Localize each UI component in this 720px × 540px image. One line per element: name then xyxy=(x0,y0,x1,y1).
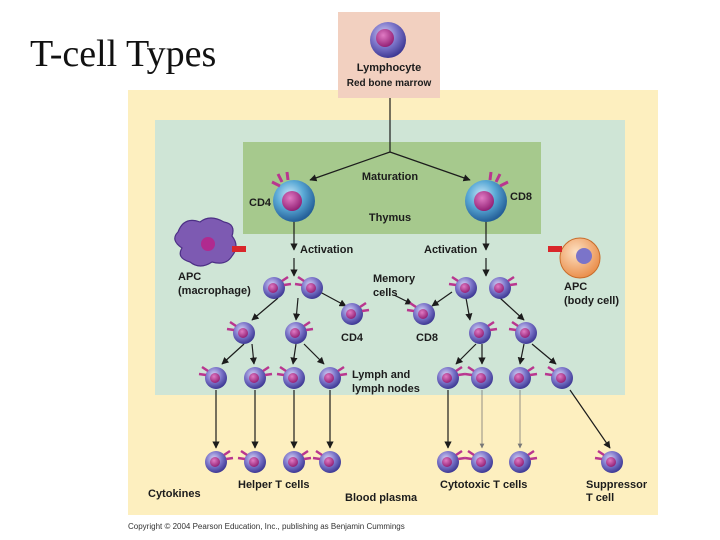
t-cell xyxy=(237,449,266,473)
t-cell xyxy=(464,365,493,389)
copyright: Copyright © 2004 Pearson Education, Inc.… xyxy=(128,522,405,531)
t-cell xyxy=(464,449,493,473)
label-cd4-top: CD4 xyxy=(249,197,272,209)
label-helper-t-cells: Helper T cells xyxy=(238,479,310,491)
label-thymus: Thymus xyxy=(369,212,411,224)
t-cell xyxy=(294,275,323,299)
cd4-thymus-cell xyxy=(271,171,315,222)
label-memory: Memory xyxy=(373,273,416,285)
label-memory-cells: cells xyxy=(373,287,397,299)
t-cell xyxy=(341,301,370,325)
slide-title: T-cell Types xyxy=(30,33,217,75)
label-blood-plasma: Blood plasma xyxy=(345,492,418,504)
label-cd4-memory: CD4 xyxy=(341,332,364,344)
label-apc-left-sub: (macrophage) xyxy=(178,285,251,297)
faint-arrows xyxy=(479,390,523,449)
arrows xyxy=(212,98,611,449)
apc-body-cell xyxy=(548,237,601,279)
t-cell xyxy=(489,275,518,299)
label-red-bone-marrow: Red bone marrow xyxy=(347,78,432,89)
t-cell xyxy=(508,320,537,344)
t-cell xyxy=(509,365,538,389)
t-cell xyxy=(285,320,314,344)
label-activation-left: Activation xyxy=(300,244,353,256)
t-cell xyxy=(544,365,573,389)
label-maturation: Maturation xyxy=(362,171,419,183)
t-cell xyxy=(198,365,227,389)
lymphocyte-cell xyxy=(370,22,406,58)
t-cell xyxy=(244,365,273,389)
t-cell xyxy=(509,449,538,473)
t-cell xyxy=(226,320,255,344)
label-cd8-top: CD8 xyxy=(510,191,532,203)
t-cell xyxy=(312,449,341,473)
t-cell xyxy=(263,275,292,299)
label-cytotoxic-t-cells: Cytotoxic T cells xyxy=(440,479,527,491)
t-cell xyxy=(319,365,348,389)
label-activation-right: Activation xyxy=(424,244,477,256)
label-apc-left: APC xyxy=(178,271,201,283)
t-cells xyxy=(198,275,623,473)
label-cytokines: Cytokines xyxy=(148,488,201,500)
t-cell xyxy=(283,449,312,473)
cd8-thymus-cell xyxy=(465,171,509,222)
t-cell xyxy=(276,365,305,389)
label-suppressor: Suppressor xyxy=(586,479,648,491)
t-cell xyxy=(448,275,477,299)
label-lymphocyte: Lymphocyte xyxy=(357,62,421,74)
label-cd8-memory: CD8 xyxy=(416,332,438,344)
t-cell xyxy=(406,301,435,325)
t-cell xyxy=(437,365,466,389)
label-suppressor-t-cell: T cell xyxy=(586,492,614,504)
label-apc-right-sub: (body cell) xyxy=(564,295,619,307)
t-cell xyxy=(205,449,234,473)
label-lymph-nodes: lymph nodes xyxy=(352,383,420,395)
label-apc-right: APC xyxy=(564,281,587,293)
label-lymph: Lymph and xyxy=(352,369,410,381)
t-cell xyxy=(469,320,498,344)
apc-macrophage xyxy=(174,217,246,267)
t-cell xyxy=(437,449,466,473)
t-cell xyxy=(594,449,623,473)
